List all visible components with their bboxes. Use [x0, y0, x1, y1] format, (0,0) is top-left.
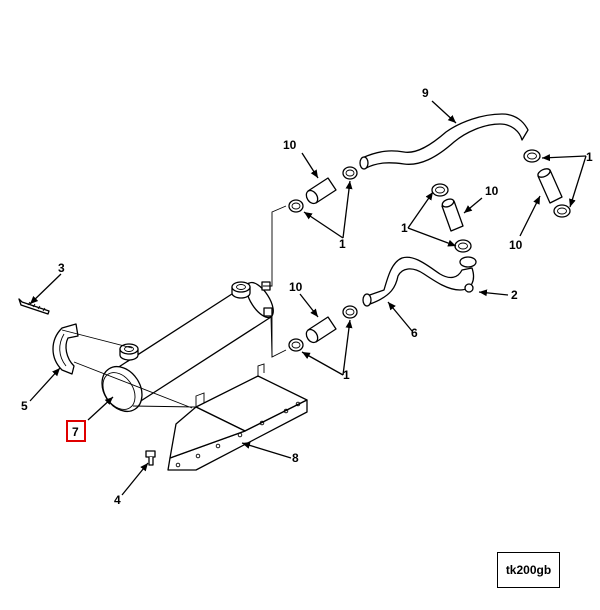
callout-8: 8 [292, 451, 299, 465]
callout-7[interactable]: 7 [72, 425, 79, 439]
mounting-bracket [167, 363, 308, 471]
callout-10-right: 10 [509, 238, 523, 252]
elbow-fitting [464, 283, 474, 293]
callout-5: 5 [21, 399, 28, 413]
callout-10-upper-left: 10 [283, 138, 297, 152]
leader-lines [29, 100, 587, 496]
clamp-strap [52, 323, 79, 375]
return-hose [362, 256, 477, 307]
callout-9: 9 [422, 86, 429, 100]
callout-3: 3 [58, 261, 65, 275]
callout-10-center: 10 [485, 184, 499, 198]
callout-1-center: 1 [401, 221, 408, 235]
screw [145, 450, 156, 466]
callout-1-upper-left: 1 [339, 237, 346, 251]
bolt [18, 298, 50, 315]
callout-4: 4 [114, 493, 121, 507]
right-hose-assembly [523, 149, 571, 218]
figure-id-box: tk200gb [497, 552, 560, 588]
callout-1-right: 1 [586, 150, 593, 164]
lower-hose-assembly [288, 305, 358, 352]
highlight-box [66, 420, 86, 442]
figure-id: tk200gb [505, 563, 552, 577]
callout-6: 6 [411, 326, 418, 340]
callout-10-lower: 10 [289, 280, 303, 294]
center-hose-assembly [431, 183, 472, 253]
upper-long-hose [359, 113, 529, 170]
callout-1-lower: 1 [343, 368, 350, 382]
upper-hose-assembly [288, 166, 358, 213]
callout-2: 2 [511, 288, 518, 302]
